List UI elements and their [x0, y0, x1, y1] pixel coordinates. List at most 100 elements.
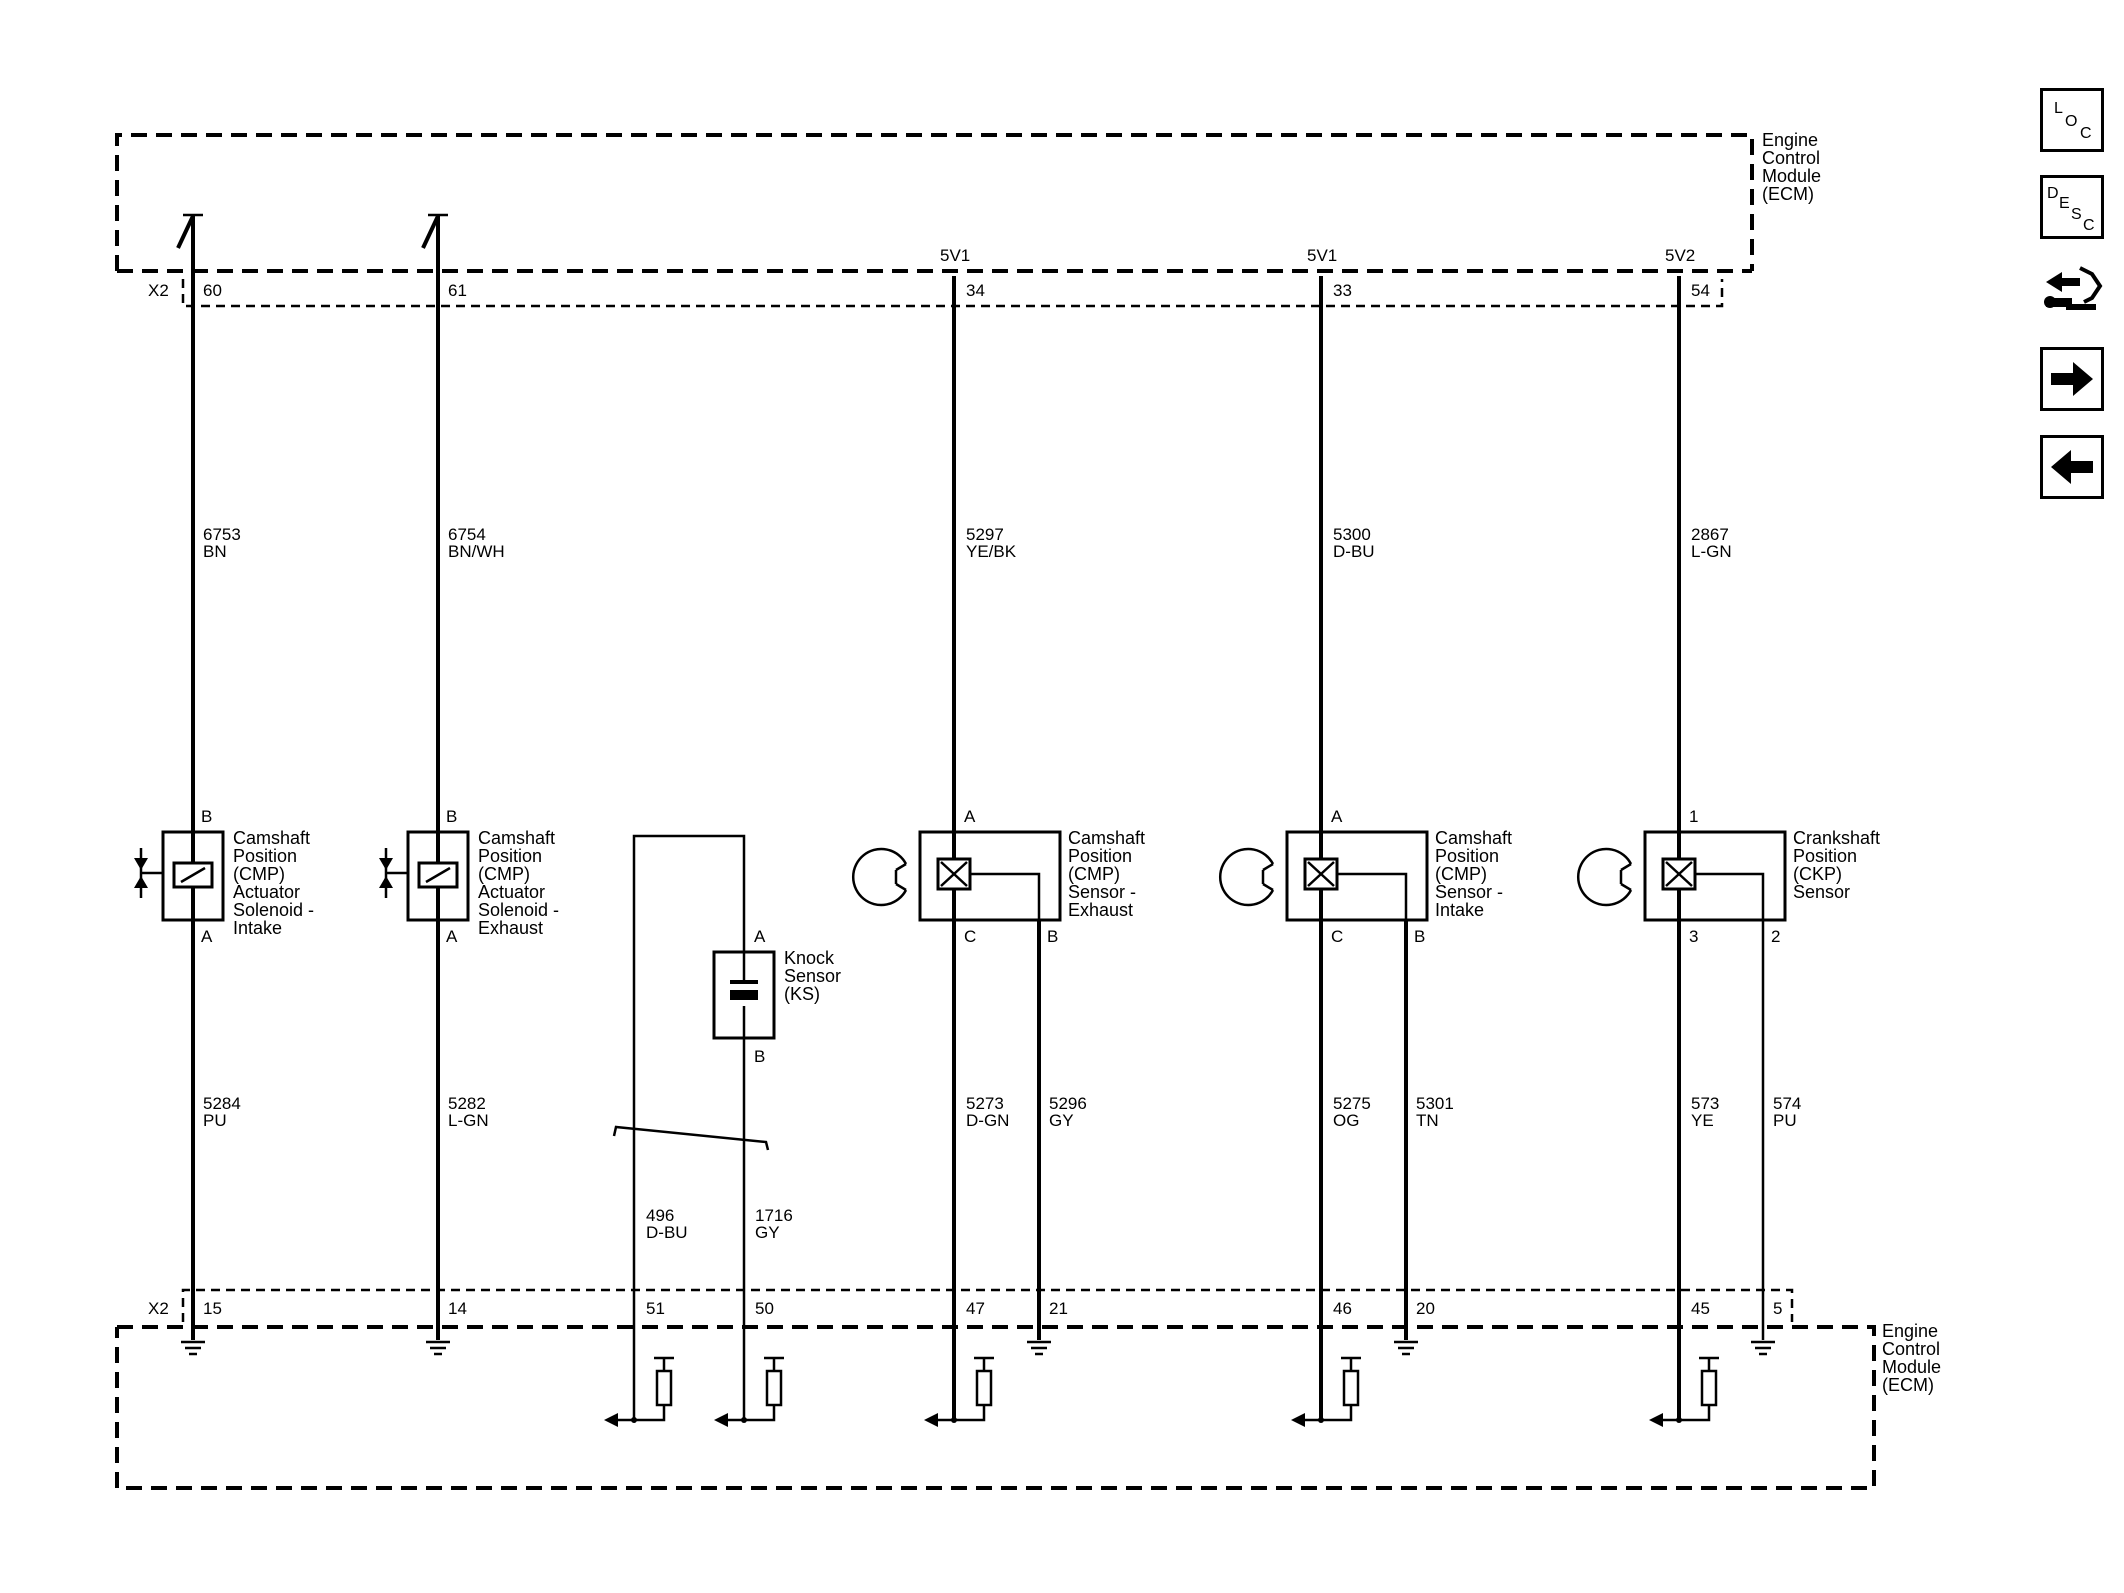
- previous-page-button[interactable]: [2040, 435, 2104, 499]
- circuit-number: 6754: [448, 525, 486, 544]
- svg-text:Sensor: Sensor: [1793, 882, 1850, 902]
- pin-number: 45: [1691, 1299, 1710, 1318]
- circuit-number: 2867: [1691, 525, 1729, 544]
- cmp-exhaust-sensor: A C B Camshaft Position (CMP) Sensor - E…: [851, 807, 1145, 946]
- svg-text:Crankshaft: Crankshaft: [1793, 828, 1880, 848]
- svg-text:(KS): (KS): [784, 984, 820, 1004]
- wire-color: GY: [1049, 1111, 1074, 1130]
- svg-text:B: B: [446, 807, 457, 826]
- reluctor-wheel-icon: [1218, 847, 1275, 907]
- pin-number: 14: [448, 1299, 467, 1318]
- svg-text:Actuator: Actuator: [233, 882, 300, 902]
- ground-icon: [1751, 1340, 1775, 1356]
- circuit-number: 5282: [448, 1094, 486, 1113]
- connector-end-view-button[interactable]: [2040, 260, 2104, 324]
- circuit-number: 6753: [203, 525, 241, 544]
- location-button[interactable]: L O C: [2040, 88, 2104, 152]
- ground-icon: [181, 1340, 205, 1356]
- cmp-intake-sensor: A C B Camshaft Position (CMP) Sensor - I…: [1218, 807, 1512, 946]
- wire-color: L-GN: [448, 1111, 489, 1130]
- svg-text:Actuator: Actuator: [478, 882, 545, 902]
- wire-color: D-GN: [966, 1111, 1009, 1130]
- wire-color: PU: [203, 1111, 227, 1130]
- loc-letter: L: [2054, 100, 2063, 117]
- ground-icon: [426, 1340, 450, 1356]
- pin-number: 54: [1691, 281, 1710, 300]
- reluctor-wheel-icon: [1576, 847, 1633, 907]
- svg-text:C: C: [1331, 927, 1343, 946]
- wire-color: YE/BK: [966, 542, 1017, 561]
- svg-text:Position: Position: [478, 846, 542, 866]
- ckp-sensor: 1 3 2 Crankshaft Position (CKP) Sensor: [1576, 807, 1880, 946]
- loc-letter: O: [2065, 113, 2077, 130]
- cmp-intake-actuator-solenoid: B A Camshaft Position (CMP) Actuator Sol…: [134, 807, 314, 946]
- reluctor-wheel-icon: [851, 847, 908, 907]
- circuit-number: 1716: [755, 1206, 793, 1225]
- svg-text:(CKP): (CKP): [1793, 864, 1842, 884]
- svg-text:A: A: [964, 807, 976, 826]
- svg-text:Engine: Engine: [1882, 1321, 1938, 1341]
- svg-text:B: B: [201, 807, 212, 826]
- pin-number: 20: [1416, 1299, 1435, 1318]
- wire-color: D-BU: [646, 1223, 688, 1242]
- switch-symbol: [176, 213, 203, 306]
- svg-text:B: B: [1414, 927, 1425, 946]
- svg-text:Camshaft: Camshaft: [478, 828, 555, 848]
- circuit-number: 5275: [1333, 1094, 1371, 1113]
- svg-text:3: 3: [1689, 927, 1698, 946]
- ecm-bottom-label: Engine Control Module (ECM): [1882, 1321, 1941, 1395]
- ground-icon: [1027, 1340, 1051, 1356]
- svg-text:Sensor -: Sensor -: [1435, 882, 1503, 902]
- svg-text:(ECM): (ECM): [1762, 184, 1814, 204]
- pin-number: 21: [1049, 1299, 1068, 1318]
- svg-text:C: C: [964, 927, 976, 946]
- pin-number: 60: [203, 281, 222, 300]
- svg-text:(CMP): (CMP): [1435, 864, 1487, 884]
- svg-text:Knock: Knock: [784, 948, 835, 968]
- wire-color: PU: [1773, 1111, 1797, 1130]
- ecm-top-boundary: [115, 133, 1754, 308]
- ecm-bottom-boundary: [115, 1288, 1876, 1490]
- svg-text:Solenoid -: Solenoid -: [478, 900, 559, 920]
- supply-label: 5V1: [1307, 246, 1337, 265]
- svg-text:Position: Position: [1435, 846, 1499, 866]
- circuit-number: 5273: [966, 1094, 1004, 1113]
- svg-text:Camshaft: Camshaft: [1435, 828, 1512, 848]
- svg-text:(ECM): (ECM): [1882, 1375, 1934, 1395]
- svg-text:A: A: [446, 927, 458, 946]
- next-page-button[interactable]: [2040, 347, 2104, 411]
- svg-text:Camshaft: Camshaft: [233, 828, 310, 848]
- internal-resistor-cmp-exhaust: [924, 1356, 994, 1427]
- arrow-right-icon: [2051, 362, 2093, 396]
- pin-number: 47: [966, 1299, 985, 1318]
- wire-color: L-GN: [1691, 542, 1732, 561]
- ecm-top-label: Engine Control Module (ECM): [1762, 130, 1821, 204]
- svg-text:Sensor -: Sensor -: [1068, 882, 1136, 902]
- desc-letter: E: [2059, 195, 2070, 212]
- arrow-left-icon: [2051, 450, 2093, 484]
- supply-label: 5V1: [940, 246, 970, 265]
- cmp-exhaust-actuator-solenoid: B A Camshaft Position (CMP) Actuator Sol…: [379, 807, 559, 946]
- connector-x2-top: X2: [148, 281, 169, 300]
- connector-tool-icon: [2044, 266, 2103, 310]
- desc-letter: C: [2083, 217, 2095, 234]
- svg-text:Module: Module: [1762, 166, 1821, 186]
- internal-resistor-cmp-intake: [1291, 1356, 1361, 1427]
- svg-text:(CMP): (CMP): [478, 864, 530, 884]
- svg-text:Exhaust: Exhaust: [478, 918, 543, 938]
- wire-color: GY: [755, 1223, 780, 1242]
- pin-number: 51: [646, 1299, 665, 1318]
- svg-text:Intake: Intake: [233, 918, 282, 938]
- svg-text:Control: Control: [1882, 1339, 1940, 1359]
- svg-text:(CMP): (CMP): [1068, 864, 1120, 884]
- svg-text:Camshaft: Camshaft: [1068, 828, 1145, 848]
- switch-symbol: [421, 213, 448, 306]
- description-button[interactable]: D E S C: [2040, 175, 2104, 239]
- svg-text:Position: Position: [1793, 846, 1857, 866]
- wire-color: OG: [1333, 1111, 1359, 1130]
- internal-resistor-ks-low: [604, 1356, 674, 1427]
- svg-text:Control: Control: [1762, 148, 1820, 168]
- wire-color: D-BU: [1333, 542, 1375, 561]
- svg-text:Intake: Intake: [1435, 900, 1484, 920]
